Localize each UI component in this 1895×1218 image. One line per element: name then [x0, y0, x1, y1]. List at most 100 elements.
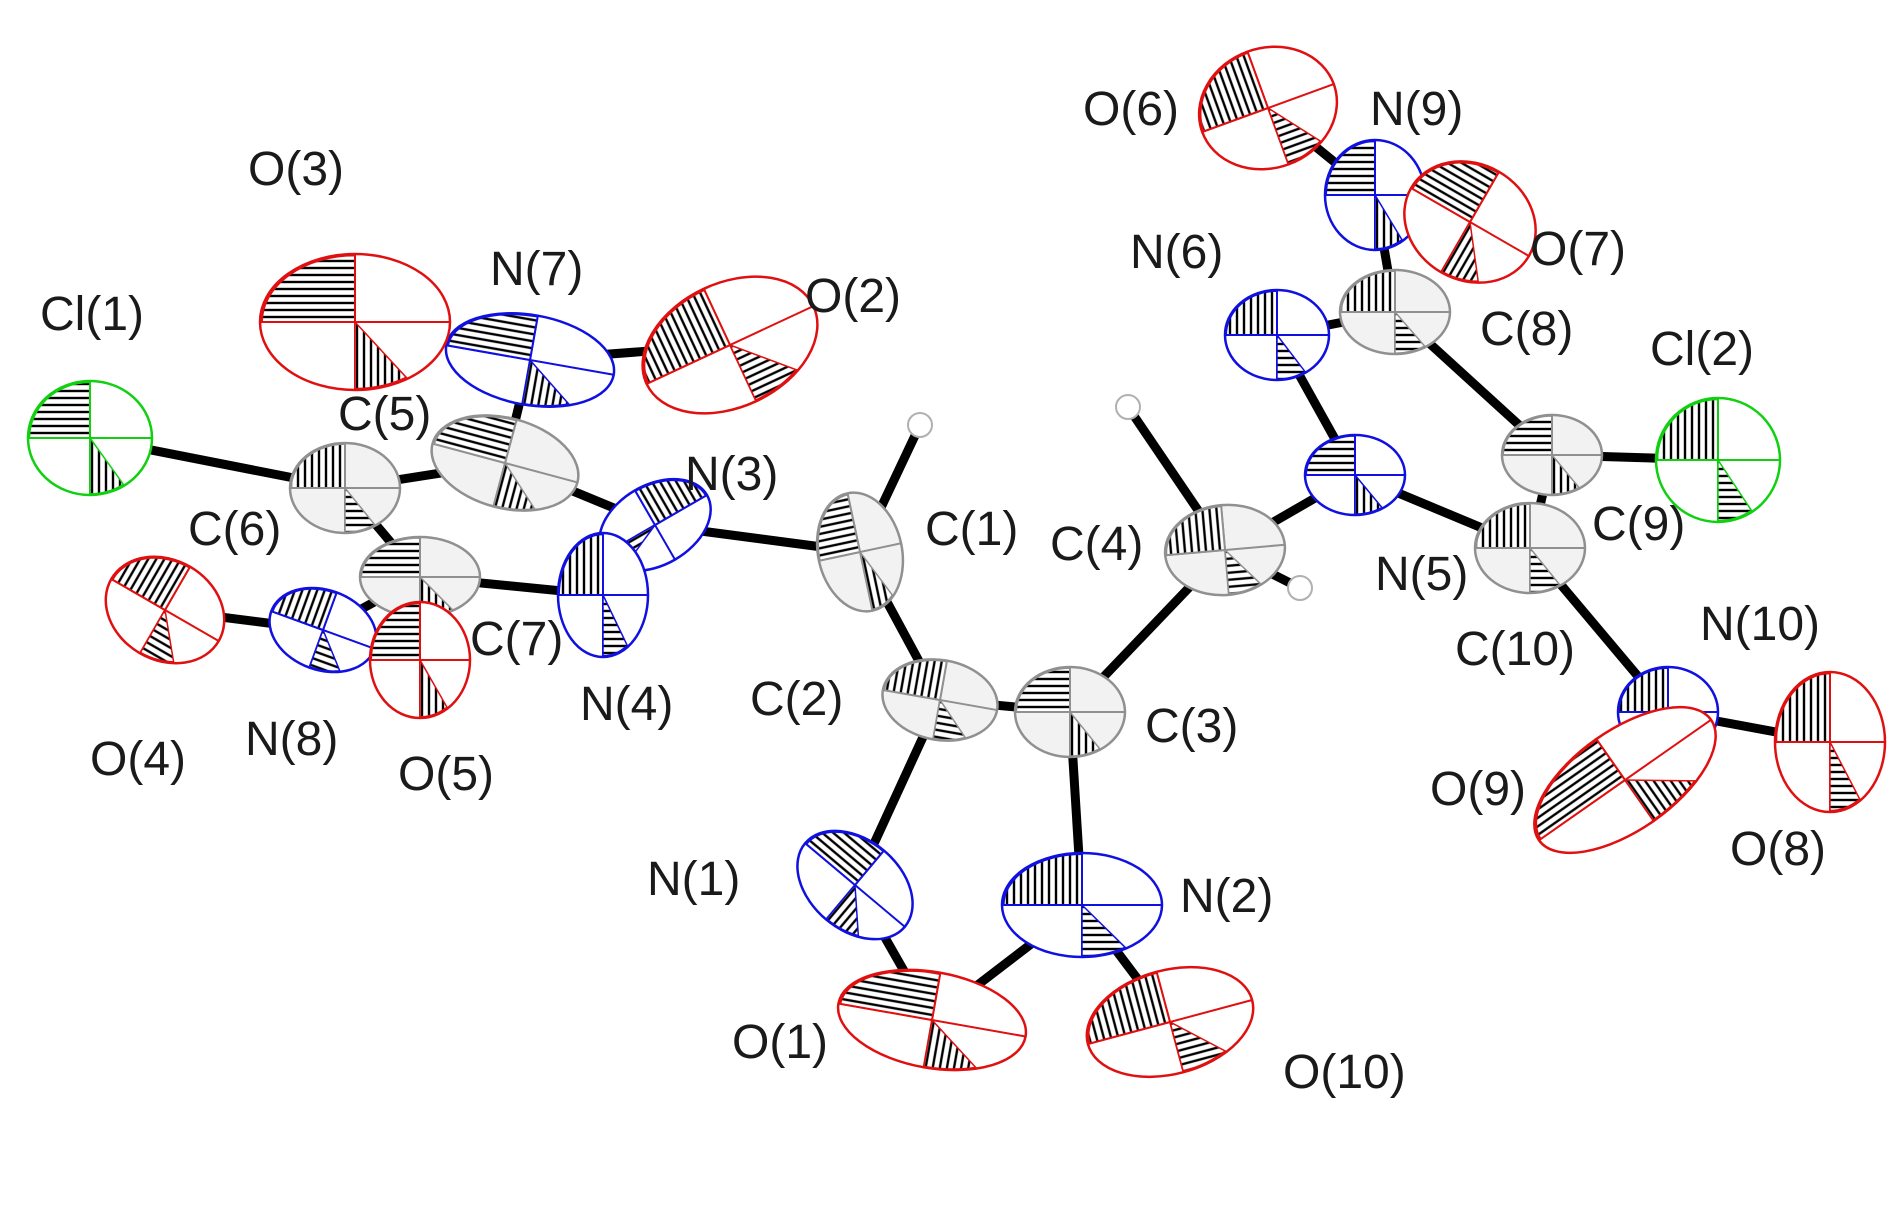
hatched-octant	[1394, 309, 1426, 354]
atom-n8	[268, 586, 378, 674]
hatched-octant	[1276, 332, 1307, 380]
atom-label-o3: O(3)	[248, 143, 344, 196]
hatched-octant	[804, 830, 885, 887]
atom-c8	[1338, 268, 1452, 356]
hatched-octant	[859, 551, 894, 611]
hatched-octant	[1304, 434, 1356, 476]
hatched-octant	[1015, 666, 1071, 713]
atom-label-cl2: Cl(2)	[1650, 323, 1754, 376]
hatched-octant	[521, 358, 571, 407]
atom-label-c4: C(4)	[1050, 518, 1143, 571]
atom-c10	[1473, 501, 1587, 595]
atom-label-c1: C(1)	[925, 503, 1018, 556]
hatched-octant	[1224, 548, 1262, 595]
hatched-octant	[344, 485, 376, 533]
atom-label-n9: N(9)	[1370, 83, 1463, 136]
hatched-octant	[492, 461, 536, 511]
atom-c3	[1013, 665, 1127, 759]
hatched-octant	[1775, 672, 1831, 743]
hatched-octant	[1623, 779, 1697, 822]
atoms-layer	[26, 45, 1887, 1079]
labels-layer: Cl(1) Cl(2) C(1) C(2) C(3) C(4) C(5) C(6) C(7) C(…	[40, 83, 1826, 1099]
atom-o6	[1197, 45, 1339, 171]
atom-o8	[1773, 670, 1887, 814]
atom-label-o6: O(6)	[1083, 83, 1179, 136]
hatched-octant	[1617, 666, 1669, 713]
hatched-octant	[28, 381, 91, 439]
atom-n5	[1303, 433, 1407, 517]
hatched-octant	[1374, 192, 1403, 250]
hatched-octant	[1410, 161, 1500, 224]
atom-n1	[796, 829, 914, 941]
atom-c6	[288, 441, 402, 535]
atom-label-o8: O(8)	[1730, 823, 1826, 876]
hatched-octant	[1168, 1020, 1227, 1073]
hatched-octant	[932, 698, 967, 741]
hatched-octant	[557, 533, 604, 596]
hydrogen-atom-ellipse	[1287, 575, 1313, 601]
hatched-octant	[1081, 903, 1127, 957]
hatched-octant	[89, 435, 125, 495]
hatched-octant	[1324, 140, 1376, 196]
hatched-octant	[1225, 289, 1278, 336]
hatched-octant	[1354, 472, 1384, 515]
atom-label-o4: O(4)	[90, 733, 186, 786]
atom-label-o7: O(7)	[1530, 223, 1626, 276]
hatched-octant	[1199, 51, 1270, 133]
hatched-octant	[1266, 106, 1322, 165]
hydrogen-atom-ellipse	[1115, 394, 1141, 420]
hatched-octant	[825, 883, 860, 937]
atom-h4a	[1115, 394, 1141, 420]
hatched-octant	[634, 479, 708, 527]
atom-o5	[368, 600, 472, 720]
hatched-octant	[1501, 414, 1553, 456]
atom-label-n4: N(4)	[580, 678, 673, 731]
hatched-octant	[1069, 709, 1101, 757]
hatched-octant	[1551, 452, 1581, 495]
atom-label-o9: O(9)	[1430, 763, 1526, 816]
atom-o9	[1533, 705, 1717, 855]
hatched-octant	[1165, 504, 1227, 557]
hatched-octant	[446, 313, 539, 362]
atom-label-c5: C(5)	[338, 388, 431, 441]
hydrogen-atom-ellipse	[907, 412, 933, 438]
hatched-octant	[816, 493, 862, 562]
atom-label-o1: O(1)	[732, 1016, 828, 1069]
atom-cl1	[26, 379, 154, 497]
atom-label-c6: C(6)	[188, 503, 281, 556]
hatched-octant	[1002, 853, 1083, 906]
atom-label-c7: C(7)	[470, 613, 563, 666]
atom-label-n10: N(10)	[1700, 598, 1820, 651]
atom-label-cl1: Cl(1)	[40, 288, 144, 341]
hatched-octant	[1340, 269, 1396, 313]
atom-o3	[258, 252, 452, 392]
hatched-octant	[643, 288, 732, 385]
hatched-octant	[369, 602, 421, 661]
atom-o4	[104, 555, 226, 665]
hatched-octant	[602, 594, 629, 657]
atom-n2	[1000, 851, 1164, 959]
hatched-octant	[139, 607, 175, 663]
atom-h1	[907, 412, 933, 438]
hatched-octant	[308, 627, 341, 672]
hatched-octant	[1535, 738, 1627, 841]
hatched-octant	[1475, 502, 1531, 549]
atom-label-n5: N(5)	[1375, 548, 1468, 601]
hatched-octant	[111, 556, 191, 612]
atom-label-n7: N(7)	[490, 243, 583, 296]
hatched-octant	[290, 442, 346, 489]
atom-label-o2: O(2)	[805, 270, 901, 323]
atom-c4	[1163, 503, 1287, 597]
atom-label-c9: C(9)	[1592, 498, 1685, 551]
atom-o7	[1403, 160, 1537, 284]
atom-label-n1: N(1)	[647, 853, 740, 906]
atom-h4b	[1287, 575, 1313, 601]
hatched-octant	[1529, 545, 1561, 593]
hatched-octant	[1656, 398, 1719, 461]
atom-c5	[430, 414, 580, 512]
atom-label-o10: O(10)	[1283, 1046, 1406, 1099]
atom-label-c2: C(2)	[750, 673, 843, 726]
atom-label-c3: C(3)	[1145, 700, 1238, 753]
hatched-octant	[882, 659, 948, 702]
